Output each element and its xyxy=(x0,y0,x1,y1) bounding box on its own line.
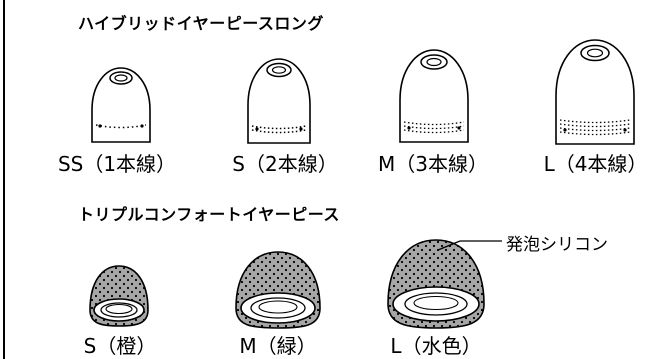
foam-size-label-l: L（水色） xyxy=(390,334,482,358)
foam-size-label-s: S（橙） xyxy=(83,334,157,358)
earpiece-m-icon xyxy=(396,46,472,148)
earpiece-s-icon xyxy=(244,55,314,149)
foam-earpiece-l-icon xyxy=(384,236,488,336)
size-label-s: S（2本線） xyxy=(232,152,338,176)
callout-leader-line xyxy=(437,240,502,251)
size-label-ss: SS（1本線） xyxy=(57,152,177,176)
foam-earpiece-m-icon xyxy=(232,248,324,336)
size-label-m: M（3本線） xyxy=(378,152,488,176)
hybrid-section-title: ハイブリッドイヤーピースロング xyxy=(78,14,324,33)
comfort-section-title: トリプルコンフォートイヤーピース xyxy=(78,205,340,224)
foam-silicone-callout-label: 発泡シリコン xyxy=(506,235,608,255)
left-border-line xyxy=(3,0,5,359)
earpiece-ss-icon xyxy=(88,64,154,148)
foam-size-label-m: M（緑） xyxy=(239,334,317,358)
foam-earpiece-s-icon xyxy=(86,262,152,332)
size-label-l: L（4本線） xyxy=(543,152,648,176)
earpiece-l-icon xyxy=(552,36,638,150)
